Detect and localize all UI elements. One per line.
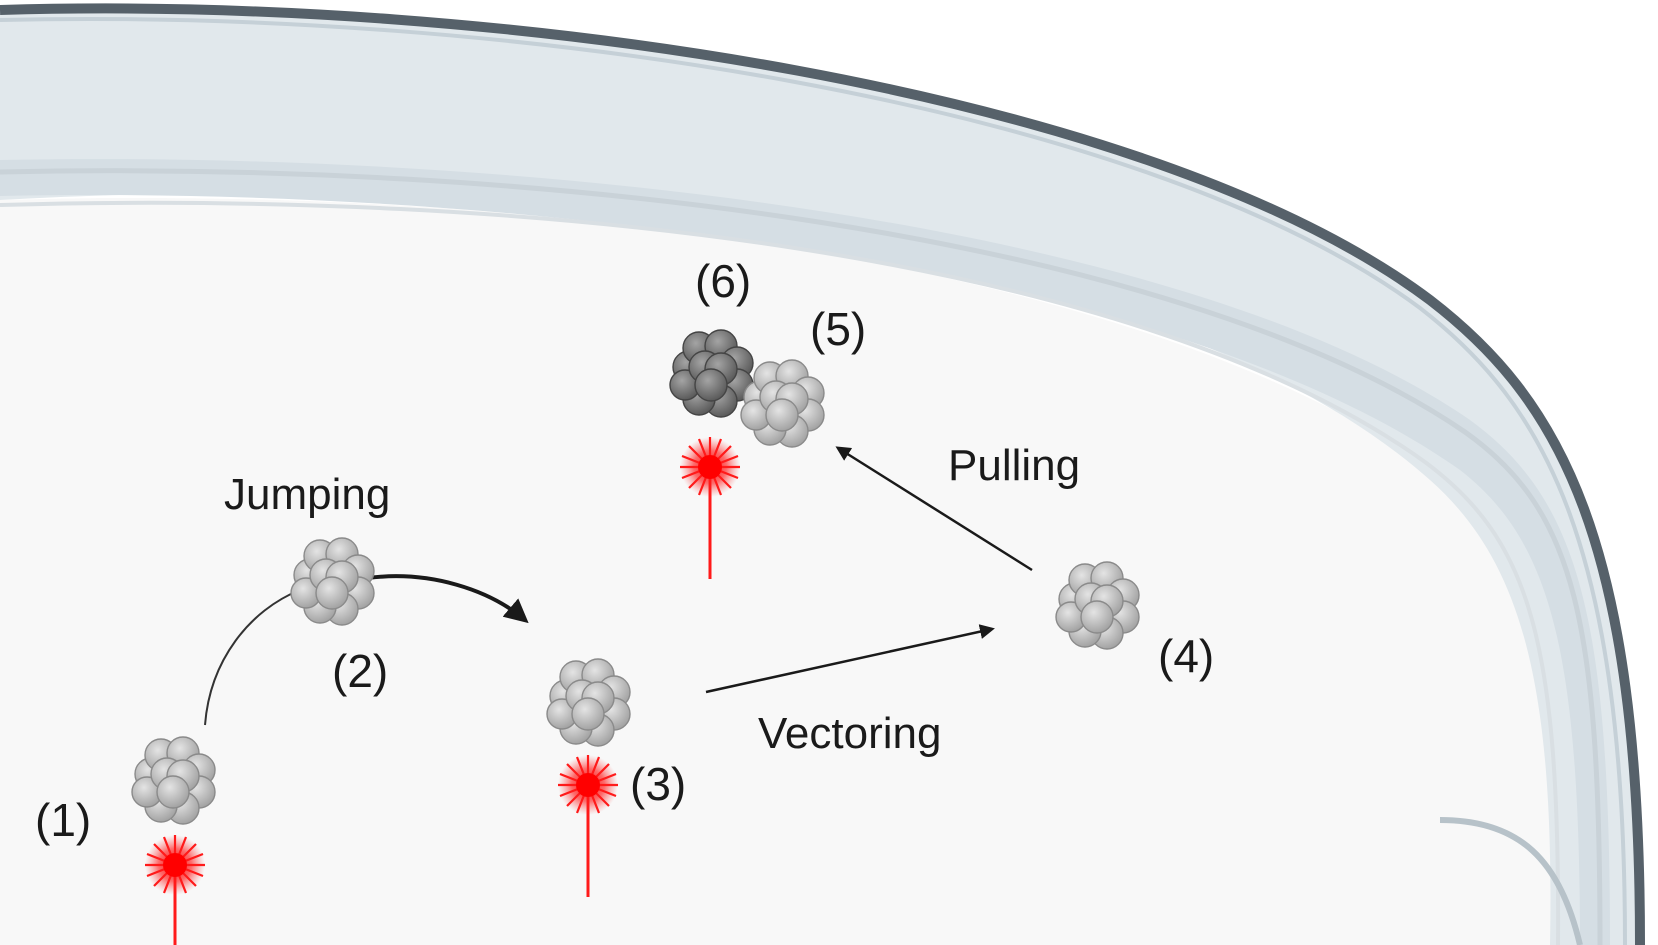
dish-floor-edge	[0, 200, 1561, 945]
jump-arc-rise	[204, 589, 301, 726]
pulling-arrow	[835, 446, 1033, 572]
pulling-label: Pulling	[948, 441, 1080, 490]
step-label-4: (4)	[1158, 630, 1214, 682]
petri-dish	[0, 3, 1645, 945]
dish-rim	[0, 3, 1645, 945]
jumping-arrow	[367, 574, 529, 624]
vectoring-arrow	[705, 624, 995, 694]
dish-outer-wall	[0, 8, 1640, 945]
dish-inner-rim-line	[0, 168, 1603, 945]
step-label-2: (2)	[332, 645, 388, 697]
step-label-1: (1)	[35, 794, 91, 846]
vectoring-label: Vectoring	[758, 709, 941, 758]
dish-floor	[0, 197, 1560, 945]
dish-floor-edge-2	[1439, 817, 1583, 945]
step-label-3: (3)	[630, 758, 686, 810]
jumping-label: Jumping	[224, 470, 390, 519]
step-label-6: (6)	[695, 255, 751, 307]
step-label-5: (5)	[810, 303, 866, 355]
dish-lip-line	[0, 16, 1627, 945]
